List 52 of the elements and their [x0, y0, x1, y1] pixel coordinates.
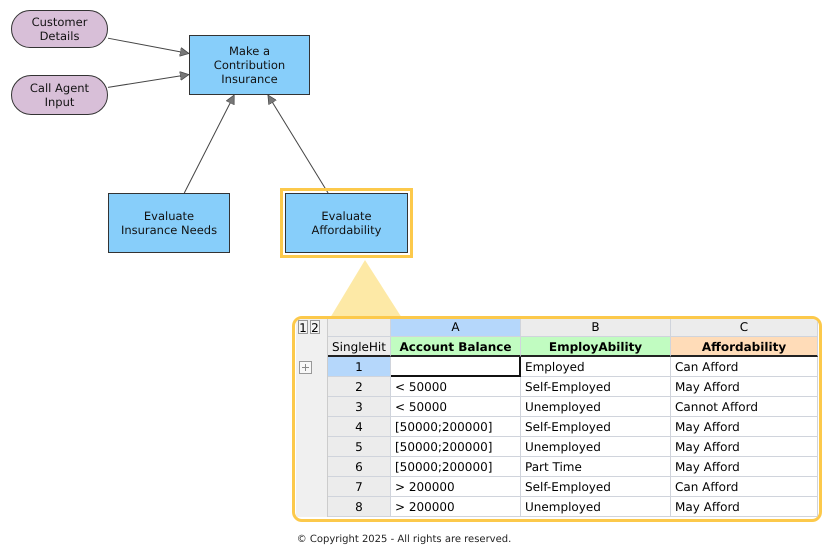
row-number: 3 — [328, 397, 391, 417]
arrow — [108, 38, 190, 57]
row-number: 4 — [328, 417, 391, 437]
arrow — [184, 94, 235, 194]
table-cell: Unemployed — [521, 397, 671, 417]
node-label: Make a Contribution Insurance — [212, 44, 286, 86]
arrow — [267, 94, 329, 194]
row-number: 2 — [328, 377, 391, 397]
column-letter: C — [671, 319, 818, 337]
table-cell: May Afford — [671, 437, 818, 457]
column-letter: B — [521, 319, 671, 337]
table-cell: May Afford — [671, 377, 818, 397]
decision-box — [189, 35, 310, 95]
level-button: 2 — [310, 320, 320, 334]
table-cell: Can Afford — [671, 477, 818, 497]
table-cell: Can Afford — [671, 357, 818, 377]
table-cell: Self-Employed — [521, 477, 671, 497]
node-label: Evaluate Insurance Needs — [120, 209, 218, 237]
decision-box — [108, 193, 230, 253]
table-cell: May Afford — [671, 417, 818, 437]
table-cell: [50000;200000] — [391, 437, 521, 457]
table-cell: May Afford — [671, 497, 818, 517]
table-cell: [50000;200000] — [391, 417, 521, 437]
row-number: 8 — [328, 497, 391, 517]
hit-policy-header: SingleHit — [328, 337, 391, 357]
column-header: Affordability — [671, 337, 818, 357]
table-cell: < 50000 — [391, 397, 521, 417]
row-number: 6 — [328, 457, 391, 477]
table-cell: Self-Employed — [521, 377, 671, 397]
table-cell: Cannot Afford — [671, 397, 818, 417]
column-header: Account Balance — [391, 337, 521, 357]
table-cell: > 200000 — [391, 477, 521, 497]
table-cell: Unemployed — [521, 497, 671, 517]
arrow — [108, 71, 190, 88]
row-number: 1 — [328, 357, 391, 377]
table-cell: Employed — [521, 357, 671, 377]
table-cell: May Afford — [671, 457, 818, 477]
table-cell: Self-Employed — [521, 417, 671, 437]
node-label: Evaluate Affordability — [310, 209, 382, 237]
column-header: EmployAbility — [521, 337, 671, 357]
row-number: 7 — [328, 477, 391, 497]
table-cell: Part Time — [521, 457, 671, 477]
column-letter: A — [391, 319, 521, 337]
copyright-caption: © Copyright 2025 - All rights are reserved. — [296, 534, 512, 545]
table-cell: > 200000 — [391, 497, 521, 517]
table-cell: < 50000 — [391, 377, 521, 397]
table-cell: [50000;200000] — [391, 457, 521, 477]
node-label: Customer Details — [30, 15, 88, 43]
row-number: 5 — [328, 437, 391, 457]
node-label: Call Agent Input — [28, 81, 90, 109]
level-button: 1 — [298, 320, 308, 334]
table-cell: Unemployed — [521, 437, 671, 457]
